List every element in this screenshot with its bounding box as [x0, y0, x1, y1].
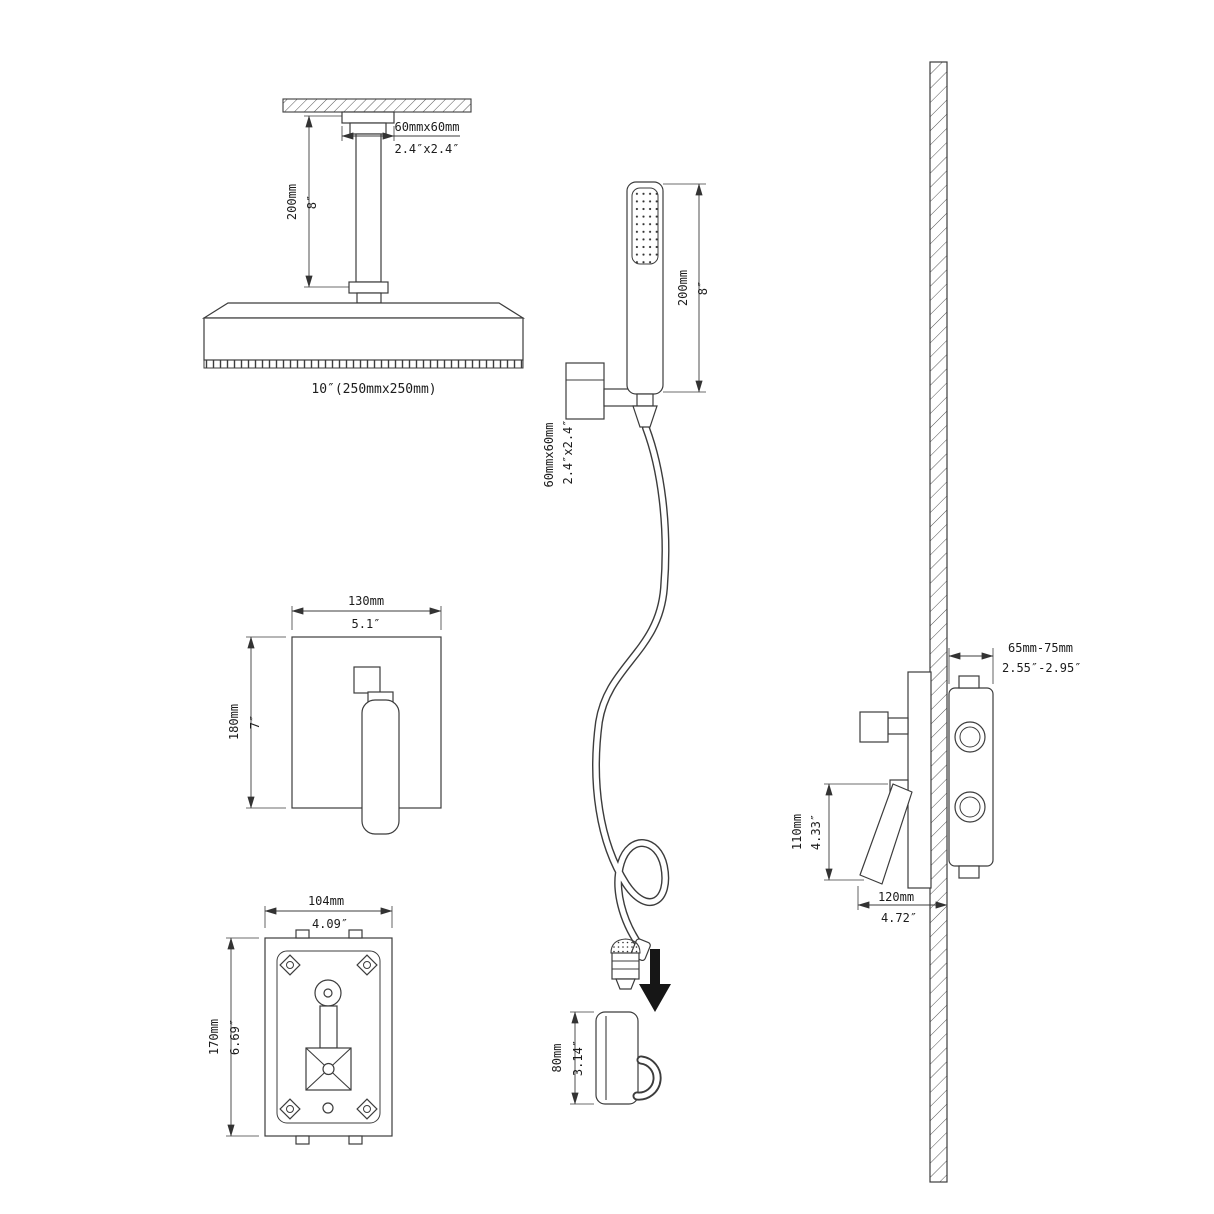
cartridge-center [322, 1062, 335, 1076]
hose-fitting-cone [632, 405, 658, 428]
elbow-size-label-in: 2.4″x2.4″ [561, 419, 575, 484]
arm-length-label-mm: 200mm [285, 184, 299, 220]
valve-width-label-mm: 120mm [878, 890, 914, 904]
wand-length-label-in: 8″ [696, 281, 710, 295]
ceiling-shower-assembly: 200mm 8″ 60mmx60mm 2.4″x2.4″ 10″(250mmx2… [201, 98, 526, 397]
valve-handle-dimension: 110mm 4.33″ [790, 783, 888, 881]
box-width-dimension: 104mm 4.09″ [264, 894, 393, 931]
bracket-hook-inner [634, 1057, 660, 1099]
flange-size-label-mm: 60mmx60mm [394, 120, 459, 134]
shower-arm [355, 133, 382, 283]
shower-head-top [201, 302, 526, 319]
corner-clip-top-left [279, 954, 301, 976]
flange-size-dimension: 60mmx60mm 2.4″x2.4″ [341, 120, 460, 156]
adapter-stipple-cap [610, 938, 641, 954]
spray-face [631, 187, 659, 265]
valve-channel [319, 1005, 338, 1049]
wand-length-dimension: 200mm 8″ [663, 183, 710, 393]
bracket-height-label-in: 3.14″ [571, 1040, 585, 1076]
elbow-size-dimension: 60mmx60mm 2.4″x2.4″ [542, 419, 575, 487]
valve-knob-bottom-inner [959, 796, 981, 818]
diverter-button [353, 666, 381, 694]
plate-width-label-in: 5.1″ [352, 617, 381, 631]
valve-width-dimension: 120mm 4.72″ [857, 886, 948, 925]
ceiling-flange-base [349, 122, 387, 135]
corner-clip-top-right [356, 954, 378, 976]
plate-width-label-mm: 130mm [348, 594, 384, 608]
diverter-stem [887, 717, 909, 735]
bracket-height-dimension: 80mm 3.14″ [550, 1011, 594, 1105]
install-arrow-down [639, 949, 671, 1012]
valve-knob-top-inner [959, 726, 981, 748]
arm-length-label-in: 8″ [305, 195, 319, 209]
valve-depth-label-in: 2.55″-2.95″ [1002, 661, 1081, 675]
wall-hatch-band [929, 61, 948, 1183]
valve-knob-bottom [954, 791, 986, 823]
valve-body-behind-wall [948, 687, 994, 867]
box-width-label-mm: 104mm [308, 894, 344, 908]
rough-in-valve-box: 104mm 4.09″ 170mm 6.69″ [207, 894, 393, 1145]
adapter-body [611, 952, 640, 980]
bottom-tab-right [348, 1135, 363, 1145]
valve-depth-label-mm: 65mm-75mm [1008, 641, 1073, 655]
shower-head-nozzles [203, 359, 524, 369]
plate-height-label-mm: 180mm [227, 704, 241, 740]
box-height-label-in: 6.69″ [228, 1019, 242, 1055]
hand-shower-assembly: 200mm 8″ 60mmx60mm 2.4″x2.4″ [542, 181, 710, 962]
trim-plate-front-view: 130mm 5.1″ 180mm 7″ [227, 594, 442, 835]
arm-joint-upper [348, 281, 389, 294]
bottom-port [322, 1102, 334, 1114]
hand-shower-bracket: 80mm 3.14″ [550, 938, 671, 1105]
box-width-label-in: 4.09″ [312, 917, 348, 931]
valve-width-label-in: 4.72″ [881, 911, 917, 925]
wall-supply-elbow [565, 362, 605, 420]
valve-trim-plate-side [907, 671, 932, 889]
valve-handle-label-mm: 110mm [790, 814, 804, 850]
wand-nipple [636, 393, 654, 407]
valve-handle-label-in: 4.33″ [809, 814, 823, 850]
wand-length-label-mm: 200mm [676, 270, 690, 306]
valve-port-center [323, 988, 333, 998]
bracket-body [595, 1011, 639, 1105]
box-height-label-mm: 170mm [207, 1019, 221, 1055]
valve-lever [859, 783, 913, 885]
shower-hose [592, 424, 670, 950]
valve-depth-dimension: 65mm-75mm 2.55″-2.95″ [948, 641, 1081, 684]
shower-head-size-label: 10″(250mmx250mm) [311, 382, 436, 397]
corner-clip-bottom-right [356, 1098, 378, 1120]
valve-bottom-stub [958, 865, 980, 879]
plate-height-dimension: 180mm 7″ [227, 636, 286, 809]
corner-clip-bottom-left [279, 1098, 301, 1120]
top-tab-left [295, 929, 310, 939]
arm-joint-lower [356, 292, 382, 304]
in-wall-valve-assembly: 65mm-75mm 2.55″-2.95″ 110mm 4.33″ 120mm … [790, 641, 1081, 925]
elbow-size-label-mm: 60mmx60mm [542, 422, 556, 487]
valve-knob-top [954, 721, 986, 753]
rough-in-inner-frame [276, 950, 381, 1124]
valve-top-stub [958, 675, 980, 689]
plate-width-dimension: 130mm 5.1″ [291, 594, 442, 631]
bottom-tab-left [295, 1135, 310, 1145]
ceiling-slab [282, 98, 472, 113]
bracket-height-label-mm: 80mm [550, 1044, 564, 1073]
arm-length-dimension: 200mm 8″ [285, 115, 349, 288]
flange-size-label-in: 2.4″x2.4″ [394, 142, 459, 156]
shower-hose-inner [593, 425, 669, 949]
top-tab-right [348, 929, 363, 939]
wall-section [929, 61, 948, 1183]
ceiling-flange-plate [341, 111, 395, 124]
diverter-knob [859, 711, 889, 743]
plate-height-label-in: 7″ [248, 715, 262, 729]
box-height-dimension: 170mm 6.69″ [207, 937, 259, 1137]
adapter-taper [615, 978, 636, 990]
shower-head-body [203, 317, 524, 361]
lever-handle [361, 699, 400, 835]
